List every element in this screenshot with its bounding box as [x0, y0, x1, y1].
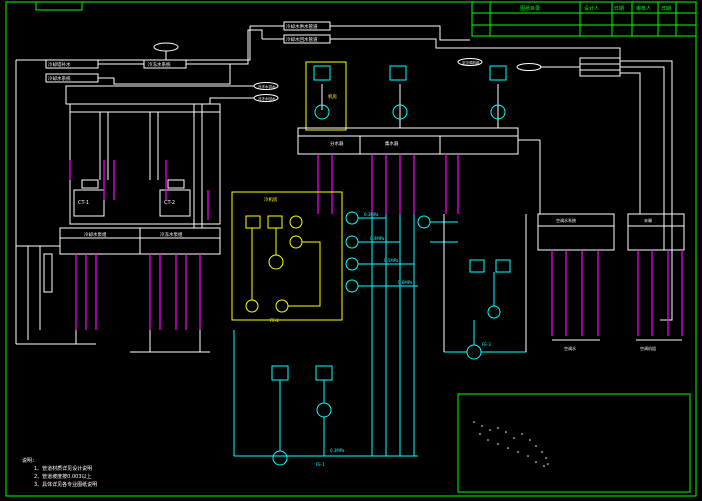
flow-label-2: 0.4MPa [370, 236, 385, 241]
label-panel-left: 冷机房 [264, 196, 278, 203]
bubble-chw-supply: 冷冻水供水 [258, 84, 276, 89]
notes-heading: 说明： [22, 457, 37, 464]
label-bottom-left: 空调水 [564, 345, 576, 351]
flow-label-3: 0.5MPa [384, 258, 399, 263]
left-plant [59, 103, 221, 255]
label-panel-top: 机房 [328, 93, 337, 100]
right-mid-instruments [444, 259, 526, 360]
label-region-top2: 集水器 [385, 140, 399, 147]
notes-line-1: 1、管道材质详见设计说明 [34, 465, 92, 472]
right-pump-columns [551, 250, 683, 336]
title-cell-1: 设计人 [584, 5, 599, 12]
node-fe2: FE-2 [270, 318, 279, 323]
flow-label-4: 0.6MPa [398, 280, 413, 285]
bottom-flow-label: 0.3MPa [330, 448, 345, 453]
location-map-frame [457, 393, 691, 493]
left-header-boxes [15, 29, 263, 247]
yellow-panel-left [231, 191, 343, 321]
node-fe3: FE-3 [482, 342, 491, 347]
left-box-1: 冷却塔补水 [48, 61, 71, 68]
drawing-frame [5, 1, 697, 497]
title-cell-3: 审核人 [636, 5, 651, 12]
title-block-title: 图纸目录 [520, 5, 540, 12]
bubble-chw-return: 冷冻水回水 [258, 96, 276, 101]
label-right2: 末端 [644, 217, 652, 223]
label-region-mid: 冷冻水泵组 [160, 231, 183, 238]
bottom-instruments [271, 365, 333, 466]
sheet-tag [35, 1, 83, 11]
label-bottom-right: 空调机组 [640, 345, 656, 351]
title-block: 图纸目录 设计人 日期 审核人 日期 [471, 1, 697, 37]
left-pump-bottom [15, 246, 210, 353]
node-fe1: FE-1 [316, 462, 325, 467]
label-region-left: 冷却水泵组 [84, 231, 107, 238]
mid-header-bar [297, 84, 519, 155]
label-region-top: 分水器 [330, 140, 344, 147]
right-units [537, 213, 685, 341]
location-map-outline [473, 421, 549, 467]
left-box-3: 冷冻水系统 [148, 61, 171, 68]
mid-pump-columns [317, 154, 459, 214]
left-box-2: 冷却水系统 [48, 75, 71, 82]
header-pipes [16, 21, 621, 61]
bubble-ahu: 至空调机组 [462, 60, 480, 65]
header-box-2: 冷却水回水管道 [286, 36, 318, 43]
title-cell-2: 日期 [614, 6, 624, 12]
notes-line-2: 2、管道坡度按0.003以上 [34, 473, 92, 480]
label-ct1: CT-1 [78, 200, 89, 206]
cyan-flow-lines [233, 211, 458, 457]
arrow-bubbles [65, 58, 580, 105]
top-instruments [313, 65, 507, 120]
notes-line-3: 3、具体详见各专业图纸说明 [34, 481, 97, 488]
right-top-boxes [579, 57, 673, 321]
right-mid-pipes [443, 139, 541, 352]
label-ct2: CT-2 [164, 200, 175, 206]
notes: 说明： 1、管道材质详见设计说明 2、管道坡度按0.003以上 3、具体详见各专… [22, 457, 97, 488]
left-vertical-tag [43, 253, 53, 293]
left-pump-columns [69, 160, 209, 330]
yellow-panel-top [305, 61, 347, 131]
panel-left-instruments [245, 215, 321, 313]
title-cell-4: 日期 [661, 6, 671, 12]
header-box-1: 冷却水供水管道 [286, 23, 318, 30]
label-right1: 空调水系统 [556, 217, 576, 223]
flow-label-1: 0.3MPa [364, 212, 379, 217]
